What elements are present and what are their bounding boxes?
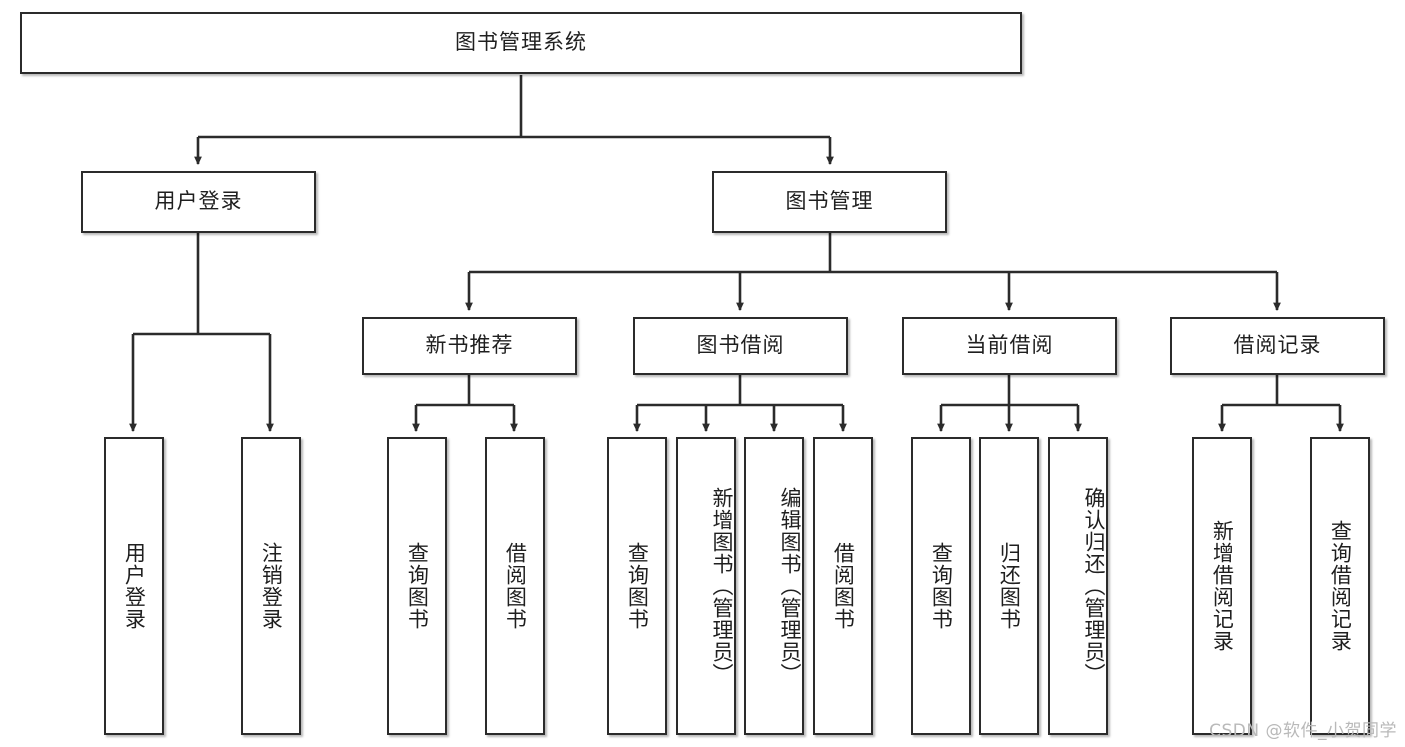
node-leaf-user-login[interactable]: 用户登录 — [104, 437, 164, 735]
node-leaf-query-book-1-label: 查询图书 — [405, 542, 430, 630]
node-book-manage-label: 图书管理 — [785, 189, 874, 214]
node-borrow-record[interactable]: 借阅记录 — [1170, 317, 1385, 375]
node-leaf-add-record[interactable]: 新增借阅记录 — [1192, 437, 1252, 735]
node-leaf-return-book-label: 归还图书 — [997, 542, 1022, 630]
node-user-login-label: 用户登录 — [154, 189, 243, 214]
node-leaf-logout-label: 注销登录 — [259, 542, 284, 630]
node-borrow-record-label: 借阅记录 — [1233, 333, 1322, 358]
node-leaf-add-record-label: 新增借阅记录 — [1210, 520, 1235, 652]
node-leaf-edit-book-label: 编辑图书（管理员） — [778, 487, 802, 685]
node-leaf-query-record-label: 查询借阅记录 — [1328, 520, 1353, 652]
node-leaf-borrow-book-2-label: 借阅图书 — [831, 542, 856, 630]
watermark: CSDN @软件_小贺同学 — [1209, 721, 1397, 741]
node-leaf-query-book-3-label: 查询图书 — [929, 542, 954, 630]
node-root[interactable]: 图书管理系统 — [20, 12, 1022, 74]
node-leaf-confirm-return-label: 确认归还（管理员） — [1082, 487, 1106, 685]
node-user-login[interactable]: 用户登录 — [81, 171, 316, 233]
node-leaf-logout[interactable]: 注销登录 — [241, 437, 301, 735]
node-new-book-rec[interactable]: 新书推荐 — [362, 317, 577, 375]
node-current-borrow[interactable]: 当前借阅 — [902, 317, 1117, 375]
node-leaf-return-book[interactable]: 归还图书 — [979, 437, 1039, 735]
node-leaf-query-book-1[interactable]: 查询图书 — [387, 437, 447, 735]
node-leaf-borrow-book-1[interactable]: 借阅图书 — [485, 437, 545, 735]
node-new-book-rec-label: 新书推荐 — [425, 333, 514, 358]
node-leaf-query-book-2-label: 查询图书 — [625, 542, 650, 630]
node-leaf-user-login-label: 用户登录 — [122, 542, 147, 630]
node-leaf-borrow-book-2[interactable]: 借阅图书 — [813, 437, 873, 735]
node-root-label: 图书管理系统 — [455, 30, 587, 55]
node-leaf-query-book-2[interactable]: 查询图书 — [607, 437, 667, 735]
node-book-manage[interactable]: 图书管理 — [712, 171, 947, 233]
node-leaf-edit-book[interactable]: 编辑图书（管理员） — [744, 437, 804, 735]
node-leaf-add-book[interactable]: 新增图书（管理员） — [676, 437, 736, 735]
node-leaf-borrow-book-1-label: 借阅图书 — [503, 542, 528, 630]
node-leaf-query-book-3[interactable]: 查询图书 — [911, 437, 971, 735]
node-leaf-query-record[interactable]: 查询借阅记录 — [1310, 437, 1370, 735]
node-book-borrow[interactable]: 图书借阅 — [633, 317, 848, 375]
node-book-borrow-label: 图书借阅 — [696, 333, 785, 358]
node-current-borrow-label: 当前借阅 — [965, 333, 1054, 358]
node-leaf-add-book-label: 新增图书（管理员） — [710, 487, 734, 685]
node-leaf-confirm-return[interactable]: 确认归还（管理员） — [1048, 437, 1108, 735]
